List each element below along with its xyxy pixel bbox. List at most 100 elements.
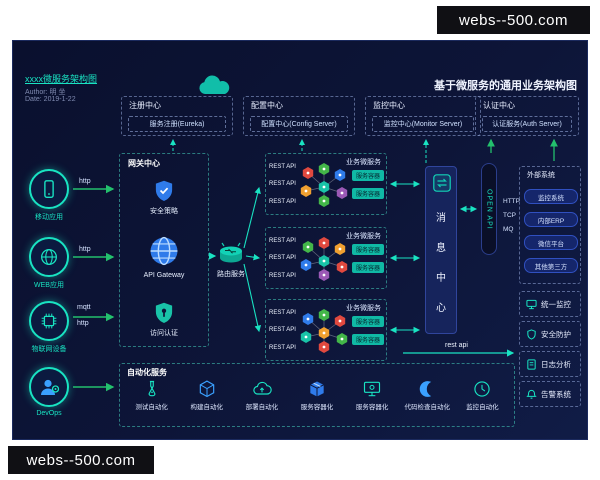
devops-person-icon (41, 379, 60, 395)
microservice-cluster-1: 业务微服务 REST API REST API REST API (265, 153, 387, 215)
center-service: 配置中心(Config Server) (250, 116, 348, 132)
automation-title: 自动化服务 (127, 368, 167, 377)
rest-api-label: REST API (269, 181, 296, 187)
automation-item-test: 测试自动化 (124, 379, 179, 411)
protocol-http: HTTP (503, 198, 520, 205)
protocol-label: http (79, 246, 91, 253)
rest-api-label: REST API (269, 310, 296, 316)
message-center-label: 消 (436, 213, 446, 224)
automation-item-monitoring: 监控自动化 (455, 379, 510, 411)
rest-api-label: REST API (269, 255, 296, 261)
center-box-auth: 认证中心 认证服务(Auth Server) (475, 96, 579, 136)
automation-item-build: 构建自动化 (179, 379, 234, 411)
external-item: 监控系统 (524, 189, 578, 204)
shield-icon (527, 328, 536, 340)
router-label: 路由服务 (217, 271, 245, 278)
clock-icon (474, 381, 491, 397)
rest-api-label: REST API (269, 345, 296, 351)
date-text: Date: 2019-1-22 (25, 96, 76, 103)
rest-api-label: REST API (269, 164, 296, 170)
ops-box-security: 安全防护 (519, 321, 581, 347)
microservice-cluster-3: 业务微服务 REST API REST API REST API (265, 299, 387, 361)
monitor-gear-icon (364, 381, 381, 397)
cloud-upload-icon (253, 381, 272, 395)
external-item: 内部ERP (524, 212, 578, 227)
external-item: 其他第三方 (524, 258, 578, 273)
protocol-label: http (77, 320, 89, 327)
open-api-bar: OPEN API (481, 163, 497, 255)
chip-icon (41, 313, 57, 329)
client-iot (29, 301, 69, 341)
center-service: 认证服务(Auth Server) (482, 116, 572, 132)
center-service: 监控中心(Monitor Server) (372, 116, 474, 132)
rest-api-arrow-label: rest api (445, 342, 468, 349)
ops-label: 统一监控 (541, 299, 571, 309)
message-center: 消 息 中 心 (425, 166, 457, 334)
service-container-badge: 服务容器 (352, 334, 384, 345)
cube-icon (199, 380, 214, 398)
client-web (29, 237, 69, 277)
service-container-badge: 服务容器 (352, 188, 384, 199)
center-box-monitor: 监控中心 监控中心(Monitor Server) (365, 96, 481, 136)
cluster-title: 业务微服务 (346, 159, 381, 166)
automation-item-deploy: 部署自动化 (234, 379, 289, 411)
package-icon (310, 381, 324, 397)
microservices-hexagons (300, 163, 348, 207)
client-mobile (29, 169, 69, 209)
ops-label: 日志分析 (541, 359, 571, 369)
service-container-badge: 服务容器 (352, 262, 384, 273)
center-title: 监控中心 (373, 101, 405, 110)
microservices-hexagons (300, 309, 348, 353)
cluster-title: 业务微服务 (346, 305, 381, 312)
microservices-hexagons (300, 237, 348, 281)
service-container-badge: 服务容器 (352, 316, 384, 327)
rest-api-label: REST API (269, 238, 296, 244)
automation-label: 测试自动化 (135, 404, 168, 411)
center-box-registry: 注册中心 服务注册(Eureka) (121, 96, 233, 136)
rest-api-label: REST API (269, 327, 296, 333)
globe-icon (41, 249, 57, 265)
client-label: 物联网设备 (31, 346, 67, 353)
router-icon (217, 242, 245, 273)
monitor-icon (526, 299, 537, 309)
document-title-link[interactable]: xxxx微服务架构图 (25, 74, 98, 84)
message-center-label: 息 (436, 243, 446, 254)
automation-label: 代码检查自动化 (404, 404, 451, 411)
diagram-panel: xxxx微服务架构图 Author: 明 坐 Date: 2019-1-22 基… (12, 40, 588, 440)
ops-label: 安全防护 (541, 329, 571, 339)
log-file-icon (527, 358, 536, 370)
center-service: 服务注册(Eureka) (128, 116, 226, 132)
flask-icon (148, 380, 155, 397)
author-text: Author: 明 坐 (25, 89, 66, 96)
client-devops (29, 367, 69, 407)
rest-api-label: REST API (269, 199, 296, 205)
protocol-label: mqtt (77, 304, 91, 311)
center-title: 配置中心 (251, 101, 283, 110)
protocol-tcp: TCP (503, 212, 516, 219)
automation-services-box: 自动化服务 测试自动化 构建自动化 (119, 363, 515, 427)
external-item: 微信平台 (524, 235, 578, 250)
automation-label: 部署自动化 (245, 404, 279, 411)
cloud-icon (195, 75, 233, 104)
automation-item-container: 服务容器化 (289, 379, 344, 411)
center-title: 认证中心 (483, 101, 515, 110)
client-label: WEB应用 (34, 282, 64, 289)
service-container-badge: 服务容器 (352, 170, 384, 181)
automation-label: 服务容器化 (300, 404, 334, 411)
automation-label: 监控自动化 (466, 404, 499, 411)
message-exchange-icon (433, 174, 451, 192)
crescent-c-icon (419, 381, 432, 397)
gateway-title: 网关中心 (128, 159, 160, 168)
microservice-cluster-2: 业务微服务 REST API REST API REST API (265, 227, 387, 289)
center-title: 注册中心 (129, 101, 161, 110)
external-systems-title: 外部系统 (527, 172, 555, 179)
diagram-title: 基于微服务的通用业务架构图 (434, 80, 577, 92)
cluster-title: 业务微服务 (346, 233, 381, 240)
center-box-config: 配置中心 配置中心(Config Server) (243, 96, 355, 136)
ops-box-logs: 日志分析 (519, 351, 581, 377)
automation-label: 服务容器化 (355, 404, 389, 411)
external-systems-box: 外部系统 监控系统 内部ERP 微信平台 其他第三方 (519, 166, 581, 284)
client-label: DevOps (36, 410, 62, 417)
service-container-badge: 服务容器 (352, 244, 384, 255)
